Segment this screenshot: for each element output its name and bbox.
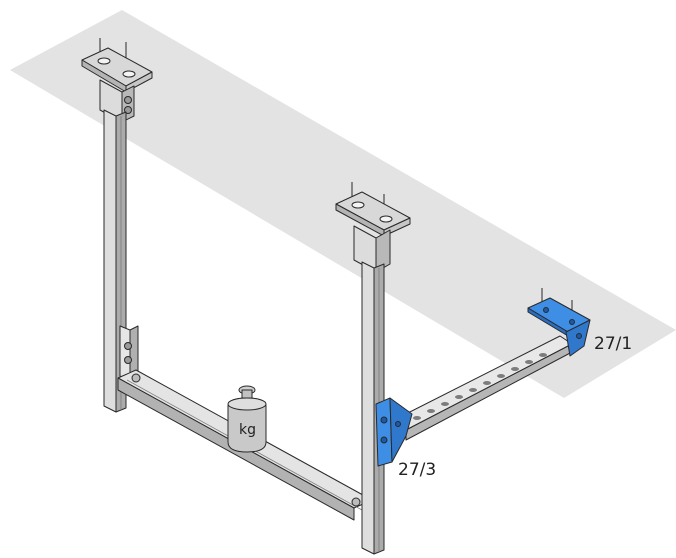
weight-label: kg: [239, 422, 256, 438]
weight-icon: [227, 385, 267, 453]
diagonal-brace: [393, 335, 573, 441]
part-label-27-3: 27/3: [398, 460, 437, 480]
bracket-27-3: [375, 397, 413, 467]
right-hanger: [335, 182, 411, 555]
left-hanger: [81, 38, 153, 413]
part-label-27-1: 27/1: [594, 334, 633, 354]
bracket-27-1: [527, 288, 591, 357]
